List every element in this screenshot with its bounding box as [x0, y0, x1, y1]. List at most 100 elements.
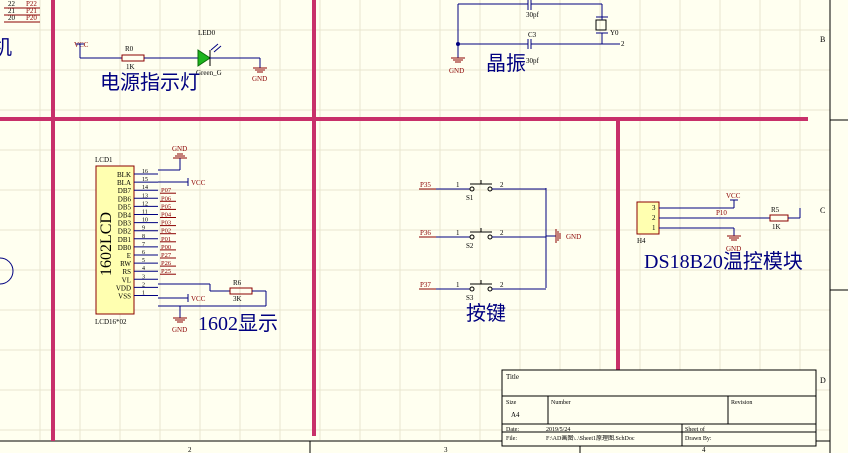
header-ref: H4 — [637, 237, 646, 245]
lcd-body[interactable] — [95, 165, 135, 315]
row-number: 21 — [8, 7, 16, 15]
button-switch[interactable]: S3 — [466, 294, 474, 302]
gnd-label: GND — [726, 245, 741, 253]
lcd-pin-number: 12 — [142, 201, 148, 207]
vcc-label: VCC — [191, 179, 206, 187]
header-pin: 3 — [652, 204, 656, 212]
lcd-net-label: P02 — [161, 228, 171, 235]
lcd-pin-name: RS — [122, 268, 131, 276]
zone-label-bottom: 3 — [444, 446, 448, 453]
gnd-label: GND — [172, 145, 187, 153]
cap-ref-bottom: C3 — [528, 31, 537, 39]
lcd-net-label: P26 — [161, 260, 172, 267]
gnd-label: GND — [252, 75, 267, 83]
button-pin-label: 2 — [500, 229, 504, 237]
led-symbol[interactable] — [197, 49, 211, 67]
lcd-net-label: P07 — [161, 187, 172, 194]
lcd-pin-name: VSS — [118, 293, 131, 301]
lcd-pin-name: VDD — [116, 284, 131, 292]
zone-label-bottom: 4 — [702, 446, 706, 453]
crystal-pin: 2 — [621, 40, 625, 48]
file-value: F:\AD画图\..\Sheet1原理图.SchDoc — [546, 435, 635, 442]
section-title-power-led: 电源指示灯 — [100, 71, 200, 94]
section-title-lcd: 1602显示 — [198, 313, 278, 335]
net-label: P21 — [26, 7, 37, 15]
resistor-r5[interactable] — [769, 214, 789, 222]
button-pin-label: 1 — [456, 229, 460, 237]
ds18b20-circuit[interactable]: 3 2 1 H4 VCC P10 R5 1K GND DS18B20温控模块 — [636, 192, 803, 273]
lcd-net-label: P25 — [161, 268, 171, 275]
crystal-ref: Y0 — [610, 29, 619, 37]
crystal-y0[interactable] — [595, 19, 607, 31]
file-label: File: — [506, 436, 517, 442]
lcd-net-label: P04 — [161, 212, 172, 219]
lcd-net-label: P00 — [161, 244, 171, 251]
lcd-pin-name: E — [127, 252, 131, 260]
lcd-pin-name: DB6 — [118, 195, 132, 203]
net-label: P22 — [26, 0, 37, 8]
resistor-ref: R0 — [125, 45, 134, 53]
lcd-pin-number: 1 — [142, 291, 145, 297]
lcd-pin-number: 14 — [142, 185, 148, 191]
size-value: A4 — [511, 411, 520, 419]
lcd-pin-number: 13 — [142, 193, 148, 199]
button-net-label: P35 — [420, 181, 431, 189]
lcd-body-label: 1602LCD — [98, 212, 115, 276]
button-pin-label: 1 — [456, 181, 460, 189]
power-led-circuit[interactable]: VCC R0 1K LED0 Green_G GND 电源指示灯 — [74, 29, 267, 94]
button-switch[interactable]: S2 — [466, 242, 474, 250]
lcd-pin-name: DB5 — [118, 203, 132, 211]
led-ref: LED0 — [198, 29, 216, 37]
resistor-r0[interactable] — [121, 54, 145, 62]
lcd-pin-name: BLA — [117, 179, 131, 187]
lcd-net-label: P01 — [161, 236, 171, 243]
date-value: 2019/5/24 — [546, 427, 570, 433]
ds18b20-header-h4[interactable] — [636, 201, 660, 235]
lcd-pin-number: 2 — [142, 282, 145, 288]
zone-label-right: B — [820, 35, 825, 44]
resistor-ref: R6 — [233, 279, 242, 287]
resistor-value: 1K — [126, 63, 135, 71]
lcd-pin-number: 6 — [142, 250, 145, 256]
vcc-label: VCC — [191, 295, 206, 303]
lcd-net-label: P27 — [161, 252, 172, 259]
lcd-footprint: LCD16*02 — [95, 318, 127, 326]
gnd-label: GND — [566, 233, 581, 241]
vcc-label: VCC — [74, 41, 89, 49]
button-switch[interactable]: S1 — [466, 194, 474, 202]
lcd-pin-number: 15 — [142, 177, 148, 183]
section-title-buttons: 按键 — [466, 302, 506, 325]
zone-label-bottom: 2 — [188, 446, 192, 453]
cap-value-top: 30pf — [526, 11, 540, 19]
resistor-ref: R5 — [771, 206, 780, 214]
header-pin: 1 — [652, 224, 656, 232]
button-pin-label: 1 — [456, 281, 460, 289]
lcd-pin-name: VL — [122, 276, 131, 284]
lcd-pin-number: 9 — [142, 226, 145, 232]
revision-label: Revision — [731, 400, 752, 406]
lcd-pin-number: 8 — [142, 234, 145, 240]
section-title-crystal: 晶振 — [486, 52, 526, 75]
section-title-ds18b20: DS18B20温控模块 — [644, 250, 803, 273]
lcd-pin-name: DB0 — [118, 244, 132, 252]
lcd-net-label: P05 — [161, 203, 171, 210]
button-pin-label: 2 — [500, 181, 504, 189]
lcd-pin-name: RW — [120, 260, 131, 268]
resistor-r6[interactable] — [229, 287, 253, 295]
gnd-label: GND — [449, 67, 464, 75]
lcd-net-label: P06 — [161, 195, 172, 202]
lcd-pin-number: 11 — [142, 210, 148, 216]
lcd-pin-number: 10 — [142, 218, 148, 224]
resistor-value: 1K — [772, 223, 781, 231]
lcd-pin-name: DB1 — [118, 236, 132, 244]
lcd-pin-name: DB7 — [118, 187, 132, 195]
header-pin: 2 — [652, 214, 656, 222]
lcd-ref: LCD1 — [95, 156, 113, 164]
crystal-circuit[interactable]: 30pf Y0 2 C3 30pf GND 晶振 — [449, 0, 625, 75]
vcc-label: VCC — [726, 192, 741, 200]
lcd-pin-number: 4 — [142, 266, 145, 272]
title-block: Title Size A4 Number Revision Date: 2019… — [501, 369, 817, 447]
